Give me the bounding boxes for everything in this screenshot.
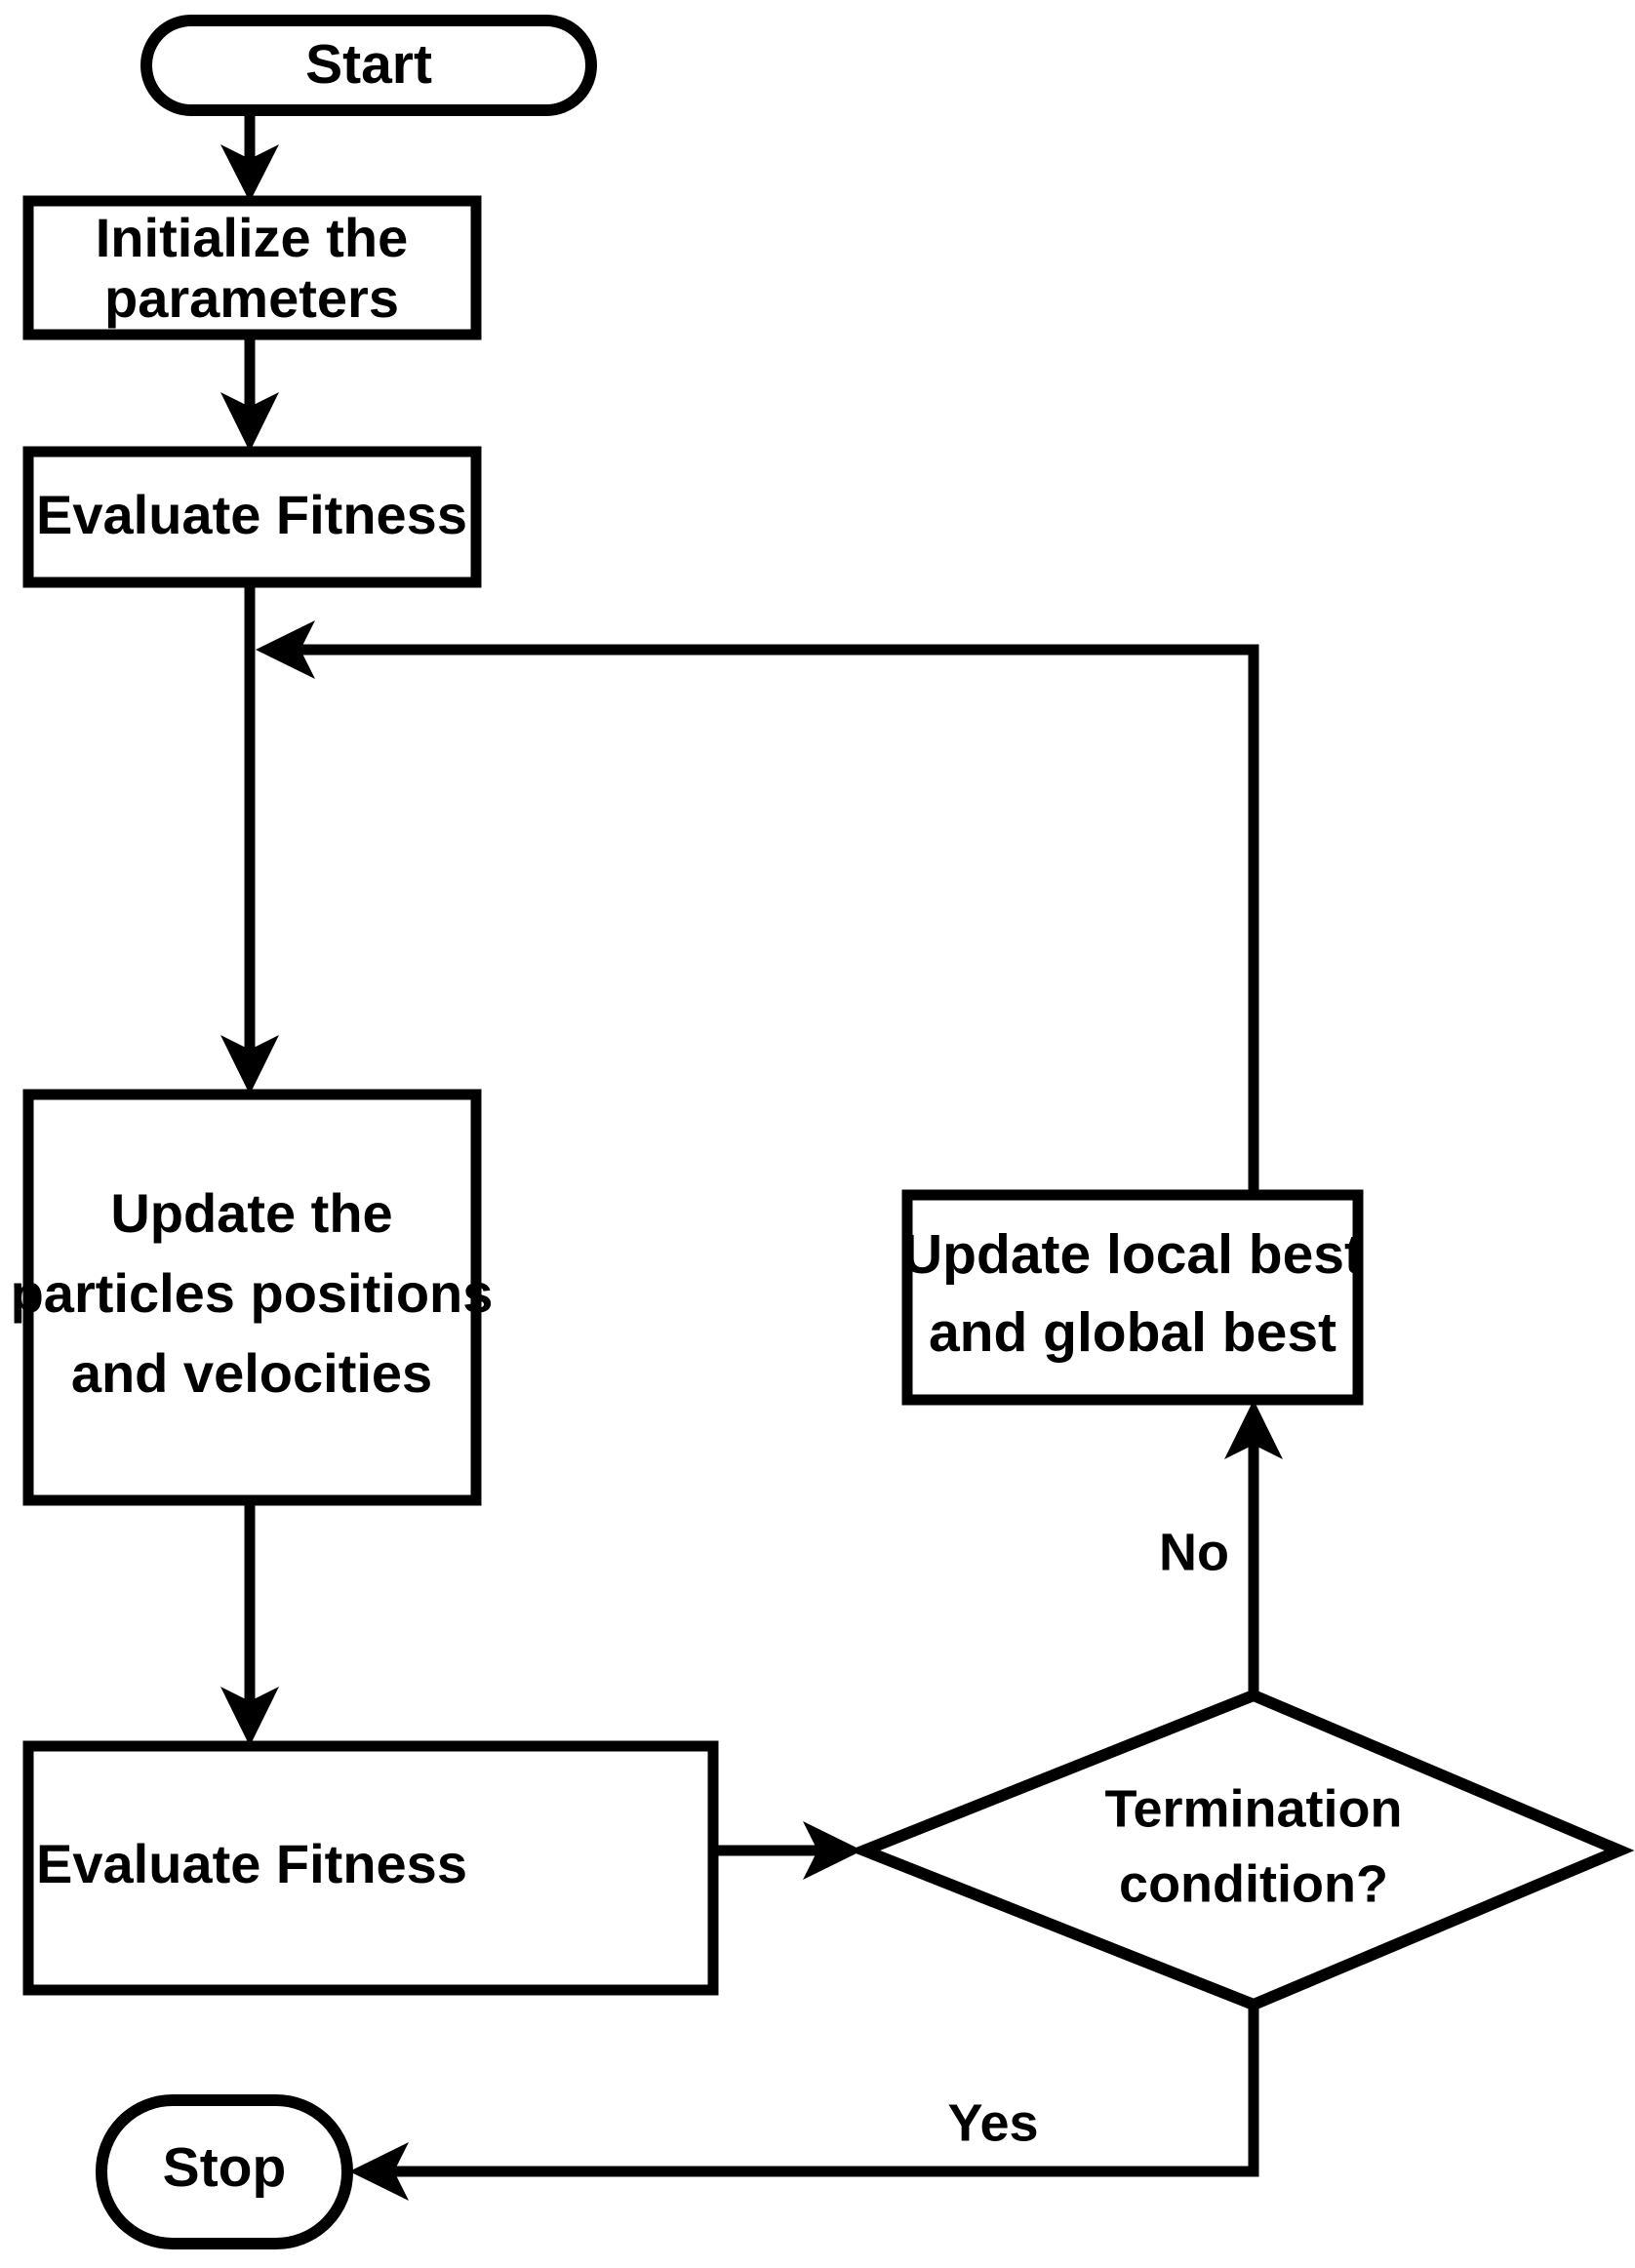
- connector-init-to-evaluate1: [220, 335, 279, 452]
- connector-evaluate2-to-termination: [712, 1821, 862, 1880]
- node-termination-condition-label-line1: Termination: [1104, 1779, 1402, 1838]
- node-update-particles-label-line1: Update the: [110, 1182, 392, 1244]
- node-initialize-parameters-label-line1: Initialize the: [96, 207, 409, 268]
- node-update-particles-label-line3: and velocities: [71, 1342, 432, 1404]
- connector-termination-no-to-update-best: [1224, 1400, 1283, 1695]
- node-evaluate-fitness-2-label: Evaluate Fitness: [36, 1833, 467, 1894]
- node-stop[interactable]: Stop: [96, 2094, 353, 2249]
- connector-start-to-init: [220, 109, 279, 202]
- node-start[interactable]: Start: [140, 15, 597, 116]
- node-stop-label: Stop: [163, 2136, 287, 2199]
- node-update-best[interactable]: Update local best and global best: [901, 1189, 1364, 1406]
- node-evaluate-fitness-2[interactable]: Evaluate Fitness: [22, 1740, 719, 1996]
- node-initialize-parameters-label-line2: parameters: [104, 267, 399, 329]
- connector-update-particles-to-evaluate2: [220, 1500, 279, 1746]
- node-start-label: Start: [305, 33, 432, 96]
- node-initialize-parameters[interactable]: Initialize the parameters: [22, 195, 482, 340]
- node-evaluate-fitness-1[interactable]: Evaluate Fitness: [22, 446, 482, 588]
- node-update-particles[interactable]: Update the particles positions and veloc…: [11, 1089, 494, 1506]
- node-update-best-label-line1: Update local best: [902, 1223, 1363, 1286]
- edge-label-yes: Yes: [947, 2093, 1038, 2152]
- node-update-best-label-line2: and global best: [929, 1301, 1336, 1364]
- connector-feedback-loop: [256, 620, 1259, 1195]
- node-termination-condition-label-line2: condition?: [1119, 1854, 1388, 1913]
- node-update-particles-label-line2: particles positions: [11, 1262, 494, 1324]
- node-termination-condition[interactable]: Termination condition?: [848, 1689, 1635, 2011]
- connector-evaluate1-to-update-particles: [220, 582, 279, 1094]
- edge-label-no: No: [1159, 1523, 1229, 1581]
- node-evaluate-fitness-1-label: Evaluate Fitness: [36, 484, 467, 545]
- connector-termination-yes-to-stop: [349, 2005, 1259, 2201]
